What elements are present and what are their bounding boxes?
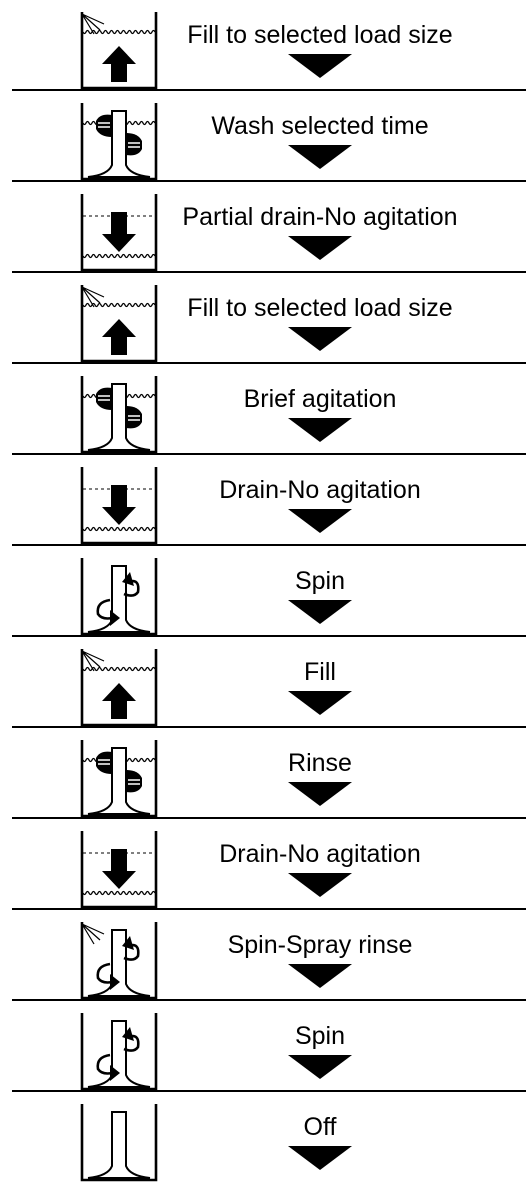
step-label: Drain-No agitation — [219, 476, 421, 504]
cycle-step: Fill to selected load size — [0, 275, 526, 363]
drain-icon — [74, 457, 164, 547]
spin-icon — [74, 548, 164, 638]
cycle-step: Drain-No agitation — [0, 821, 526, 909]
down-arrow-icon — [288, 236, 352, 260]
cycle-step: Off — [0, 1094, 526, 1182]
down-arrow-icon — [288, 782, 352, 806]
down-arrow-icon — [288, 873, 352, 897]
step-divider — [12, 1090, 526, 1092]
down-arrow-icon — [288, 54, 352, 78]
cycle-step: Spin — [0, 1003, 526, 1091]
step-divider — [12, 180, 526, 182]
down-arrow-icon — [288, 327, 352, 351]
step-divider — [12, 89, 526, 91]
fill-icon — [74, 639, 164, 729]
step-divider — [12, 908, 526, 910]
down-arrow-icon — [288, 1055, 352, 1079]
agitate-icon — [74, 730, 164, 820]
agitate-icon — [74, 93, 164, 183]
down-arrow-icon — [288, 1146, 352, 1170]
cycle-step: Wash selected time — [0, 93, 526, 181]
step-label: Fill to selected load size — [187, 21, 453, 49]
cycle-step: Spin-Spray rinse — [0, 912, 526, 1000]
step-divider — [12, 453, 526, 455]
step-divider — [12, 999, 526, 1001]
cycle-step: Partial drain-No agitation — [0, 184, 526, 272]
cycle-step: Drain-No agitation — [0, 457, 526, 545]
fill-icon — [74, 275, 164, 365]
step-divider — [12, 635, 526, 637]
drain-icon — [74, 821, 164, 911]
fill-icon — [74, 2, 164, 92]
cycle-step: Fill to selected load size — [0, 2, 526, 90]
down-arrow-icon — [288, 418, 352, 442]
cycle-step: Rinse — [0, 730, 526, 818]
step-divider — [12, 817, 526, 819]
step-label: Partial drain-No agitation — [182, 203, 458, 231]
step-divider — [12, 362, 526, 364]
step-label: Brief agitation — [243, 385, 397, 413]
down-arrow-icon — [288, 964, 352, 988]
step-label: Wash selected time — [211, 112, 429, 140]
step-label: Spin-Spray rinse — [227, 931, 413, 959]
off-icon — [74, 1094, 164, 1184]
step-label: Spin — [294, 1022, 346, 1050]
step-label: Spin — [294, 567, 346, 595]
down-arrow-icon — [288, 509, 352, 533]
spin-spray-icon — [74, 912, 164, 1002]
step-label: Fill — [304, 658, 336, 686]
step-divider — [12, 726, 526, 728]
cycle-step: Spin — [0, 548, 526, 636]
drain-icon — [74, 184, 164, 274]
step-divider — [12, 271, 526, 273]
cycle-step: Fill — [0, 639, 526, 727]
spin-icon — [74, 1003, 164, 1093]
step-label: Drain-No agitation — [219, 840, 421, 868]
cycle-step: Brief agitation — [0, 366, 526, 454]
step-divider — [12, 544, 526, 546]
agitate-icon — [74, 366, 164, 456]
down-arrow-icon — [288, 691, 352, 715]
down-arrow-icon — [288, 600, 352, 624]
step-label: Off — [303, 1113, 337, 1141]
step-label: Fill to selected load size — [187, 294, 453, 322]
down-arrow-icon — [288, 145, 352, 169]
step-label: Rinse — [288, 749, 352, 777]
